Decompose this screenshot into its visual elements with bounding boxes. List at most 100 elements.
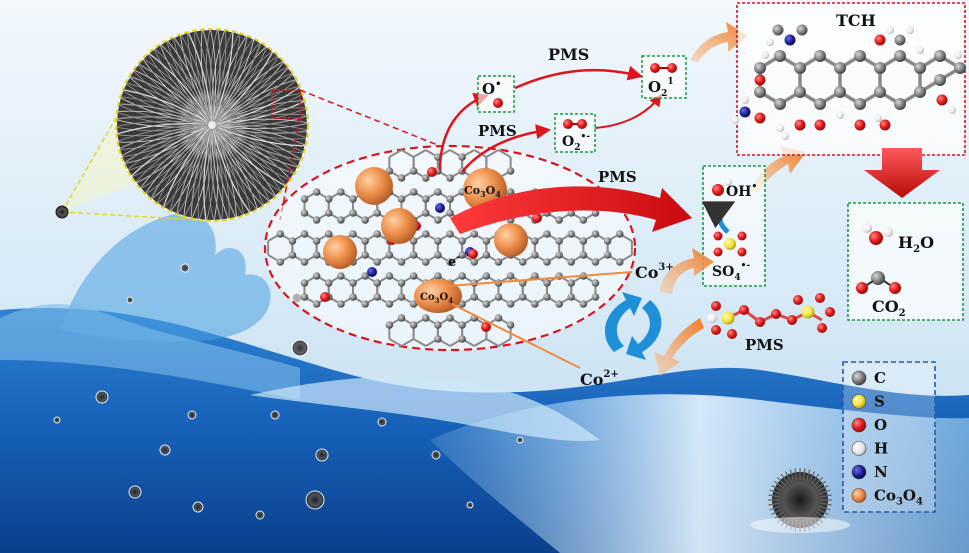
nanosheet-fiber [217,128,282,191]
bubble [466,501,474,509]
nanosheet-fiber [217,61,284,123]
nanosheet-fiber [159,45,207,120]
carbon-atom [421,258,430,266]
nanosheet-fiber [117,120,208,127]
carbon-atom [458,321,466,329]
nanosheet-fiber [146,130,209,195]
carbon-atom [312,216,321,224]
carbon-atom [579,216,588,224]
singlet-sub: 2 [661,89,667,99]
carbon-atom [579,300,588,308]
big-red-arrow [450,186,692,234]
carbon-atom [434,216,442,224]
oxygen-atom [427,167,437,177]
nanosheet-fiber [216,123,307,130]
oh-label: OH• [726,182,757,200]
carbon-atom [567,230,576,238]
sphere-fringe [815,480,827,489]
nanosheet-fiber [134,69,209,121]
carbon-atom [494,293,503,301]
co3o4-particle [381,208,417,244]
co2-sub: 2 [899,308,906,319]
carbon-atom [446,230,454,238]
carbon-atom [446,314,454,322]
carbon-atom [494,314,503,322]
curved-blue-arrow [701,201,736,234]
sphere-fringe [818,489,831,495]
pms-atom [793,295,803,305]
bubble [315,448,329,462]
carbon-atom [324,209,333,217]
o-radical-sup: • [495,79,501,90]
pms-atom [707,313,717,323]
singlet-oxygen-box: O21 [641,55,687,99]
carbon-atom [276,258,285,266]
carbon-atom [434,321,442,329]
bubble [192,501,204,513]
co3o4-particle [355,167,393,205]
co3o4-label-1-s1: 3 [480,189,486,199]
carbon-atom [361,237,369,245]
sphere-core [208,121,216,129]
nanosheet-fiber [173,37,212,121]
sphere-fringe [769,505,782,511]
tch-carbon [934,74,946,86]
pms-atom [771,309,781,319]
carbon-atom [409,167,418,175]
nanosheet-fiber [169,130,208,211]
nanosheet-fiber [214,129,281,192]
nanosheet-fiber [119,103,207,123]
carbon-atom [506,300,515,308]
carbon-atom [506,188,515,196]
co3o4-labelled-particle-2: Co3O4 [414,279,462,313]
tch-atom [741,96,749,104]
nanosheet-fiber [213,30,221,119]
nanosheet-fiber [215,34,241,119]
cobalt-redox-cycle [604,292,662,360]
carbon-atom [397,195,406,203]
carbon-atom [373,293,382,301]
tch-label: TCH [836,11,876,30]
tch-atom [761,51,769,59]
nanosheet-fiber [162,127,210,207]
carbon-atom [603,251,612,259]
tch-carbon [814,50,826,62]
pms-atom [711,325,721,335]
graphene-bond [497,149,512,158]
nanosheet-fiber [213,30,227,122]
carbon-atom [470,258,479,266]
nanosheet-fiber [181,34,212,119]
nitrogen-atom [367,267,377,277]
sphere-fringe [817,484,829,492]
graphene-bond [413,338,427,347]
legend-label: C [874,369,886,387]
co2-leader-line [451,303,581,369]
oh-base: OH [726,184,751,200]
carbon-atom [349,195,357,203]
tch-carbon [914,62,926,74]
nanosheet-fiber [215,126,307,140]
o2-minus-box: O2•- [554,113,596,153]
carbon-atom [591,279,600,287]
sphere-fringe [771,508,783,516]
nanosheet-fiber [212,131,243,216]
carbon-atom [385,251,394,259]
h2o-sub: 2 [913,244,920,255]
nanosheet-fiber [119,124,209,150]
carbon-atom [300,209,309,217]
tch-atom [894,34,906,46]
nanosheet-fiber [150,129,206,199]
co3-leader-line [447,271,633,287]
carbon-atom [361,216,369,224]
tch-atom [836,111,844,119]
nanosheet-fiber [177,131,212,214]
nanosheet-fiber [218,126,307,134]
nanosheet-fiber [212,129,251,213]
carbon-atom [591,230,600,238]
tch-atom [879,119,891,131]
arrow-o-to-singlet [514,65,643,90]
tch-carbon [874,62,886,74]
nanosheet-fiber [123,90,206,125]
